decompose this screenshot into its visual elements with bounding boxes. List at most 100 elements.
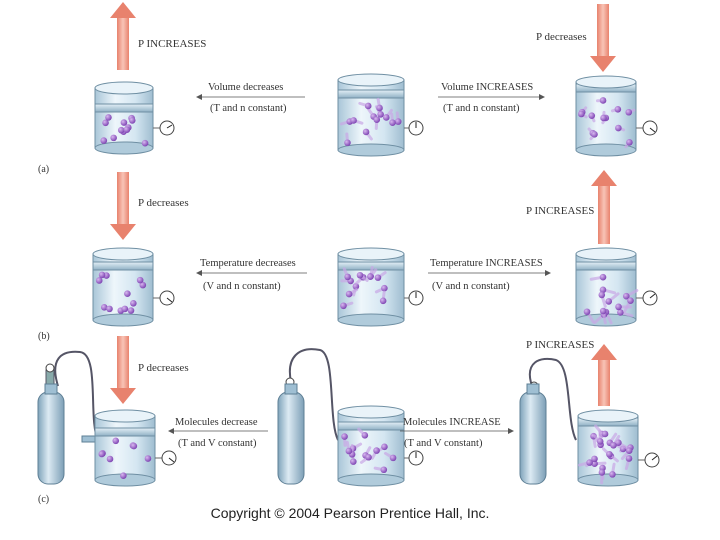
- pressure-arrow-down: [110, 336, 136, 404]
- molecule: [341, 433, 348, 440]
- arrow-right: [438, 94, 545, 100]
- molecule: [601, 430, 609, 438]
- pressure-arrow-up: [591, 170, 617, 244]
- right-change-label: Molecules INCREASE: [403, 417, 501, 428]
- pressure-label: P decreases: [138, 362, 189, 374]
- molecule: [626, 139, 633, 146]
- row-b: P decreases Temperature decreases (V and…: [38, 170, 658, 342]
- molecule: [615, 124, 622, 132]
- molecule: [599, 97, 607, 104]
- molecule: [112, 437, 120, 445]
- molecule: [609, 471, 616, 478]
- molecule: [376, 104, 383, 112]
- molecule: [364, 102, 372, 110]
- pressure-arrow-up: [110, 2, 136, 70]
- right-condition-label: (V and n constant): [432, 281, 510, 292]
- molecule: [625, 108, 633, 116]
- left-change-label: Temperature decreases: [200, 258, 296, 269]
- gauge: [404, 120, 424, 136]
- molecule: [394, 118, 402, 125]
- gauge: [153, 120, 175, 136]
- cylinder-fewer-molecules: [94, 409, 156, 487]
- molecule: [362, 128, 370, 136]
- panel-label: (a): [38, 164, 49, 175]
- panel-label: (b): [38, 331, 50, 342]
- molecule: [623, 292, 630, 300]
- left-change-label: Molecules decrease: [175, 417, 258, 428]
- right-change-label: Volume INCREASES: [441, 82, 533, 93]
- gauge: [636, 120, 658, 136]
- right-change-label: Temperature INCREASES: [430, 258, 543, 269]
- gauge: [404, 450, 424, 466]
- gauge: [155, 450, 177, 466]
- molecule: [381, 443, 388, 451]
- molecule: [128, 117, 136, 124]
- gas-tank: [519, 357, 577, 485]
- molecule: [627, 297, 634, 304]
- left-condition-label: (T and V constant): [178, 438, 257, 449]
- molecule: [380, 466, 388, 474]
- pressure-arrow-down: [590, 4, 616, 72]
- molecule: [121, 305, 129, 313]
- molecule: [105, 114, 112, 121]
- arrow-right: [428, 270, 551, 276]
- molecule: [365, 453, 372, 461]
- molecule: [123, 126, 131, 133]
- panel-label: (c): [38, 494, 49, 505]
- molecule: [588, 112, 596, 119]
- gauge: [638, 452, 660, 468]
- molecule: [610, 442, 617, 449]
- molecule: [379, 297, 387, 305]
- molecule: [625, 455, 633, 462]
- molecule: [583, 308, 591, 316]
- molecule: [144, 455, 152, 462]
- molecule: [102, 119, 109, 127]
- molecule: [124, 290, 131, 298]
- molecule: [95, 277, 103, 284]
- molecule: [599, 307, 607, 315]
- pressure-label: P INCREASES: [526, 205, 594, 217]
- molecule: [361, 432, 369, 439]
- molecule: [345, 447, 353, 455]
- molecule: [139, 281, 147, 289]
- molecule: [340, 302, 347, 310]
- molecule: [374, 274, 382, 281]
- left-change-label: Volume decreases: [208, 82, 283, 93]
- gas-tank: [277, 348, 339, 485]
- molecule: [578, 110, 585, 118]
- molecules: [95, 97, 639, 485]
- molecule: [389, 119, 396, 127]
- molecule: [350, 117, 357, 124]
- molecule: [599, 286, 607, 294]
- row-a: P INCREASES Volume decreases (T and n co…: [38, 2, 658, 175]
- gauge: [404, 290, 424, 306]
- molecule: [100, 137, 108, 144]
- molecule: [367, 273, 374, 280]
- pressure-label: P decreases: [138, 197, 189, 209]
- molecule: [591, 131, 598, 138]
- molecule: [110, 134, 117, 142]
- molecule: [615, 303, 622, 311]
- gauge: [153, 290, 175, 306]
- cylinder-initial: [337, 247, 405, 327]
- molecule: [349, 458, 357, 465]
- arrow-right: [400, 428, 514, 434]
- molecule: [136, 276, 144, 284]
- molecule: [141, 139, 149, 147]
- arrow-left: [196, 270, 307, 276]
- pressure-label: P INCREASES: [138, 38, 206, 50]
- left-condition-label: (V and n constant): [203, 281, 281, 292]
- pressure-arrow-down: [110, 172, 136, 240]
- right-condition-label: (T and V constant): [404, 438, 483, 449]
- molecule: [598, 469, 606, 476]
- molecule: [120, 119, 128, 126]
- molecule: [614, 106, 622, 113]
- molecule: [356, 271, 364, 279]
- row-c: P decreases Molecules decrease (T a: [37, 336, 660, 505]
- molecule: [100, 304, 108, 311]
- molecule: [625, 447, 633, 454]
- right-condition-label: (T and n constant): [443, 103, 520, 114]
- gas-tank: [37, 350, 99, 485]
- left-condition-label: (T and n constant): [210, 103, 287, 114]
